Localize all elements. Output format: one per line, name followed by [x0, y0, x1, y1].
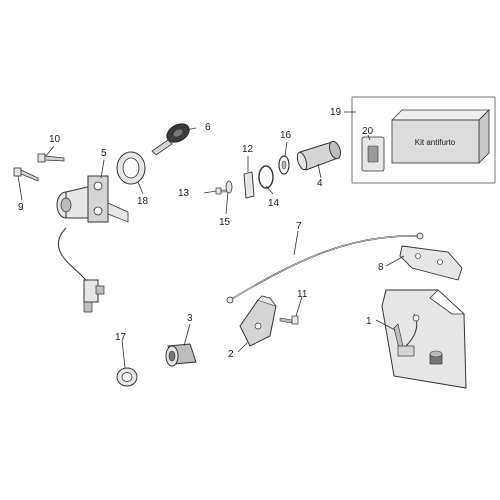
callout-7: 7 — [296, 221, 302, 232]
callout-9: 9 — [18, 202, 24, 213]
callout-19: 19 — [330, 107, 342, 118]
key-6 — [151, 123, 190, 156]
lock-cylinder-5 — [56, 175, 129, 313]
barrel-4 — [296, 140, 342, 171]
ring-18 — [116, 151, 146, 185]
callout-18: 18 — [137, 196, 149, 207]
spring-16 — [278, 155, 290, 175]
screw-9 — [13, 167, 39, 182]
kit-enclosure: Kit antifurto — [351, 96, 496, 184]
kit-antifurto-label: Kit antifurto — [415, 138, 456, 147]
kit-package-1 — [381, 289, 467, 389]
bracket-12 — [243, 171, 255, 199]
callout-5: 5 — [101, 148, 107, 159]
screw-10 — [37, 153, 65, 163]
callout-10: 10 — [49, 134, 61, 145]
kit-antifurto-box: Kit antifurto — [391, 109, 490, 164]
callout-3: 3 — [187, 313, 193, 324]
bracket-8 — [399, 245, 463, 281]
callout-8: 8 — [378, 262, 384, 273]
screw-11 — [279, 315, 299, 325]
cable-7 — [226, 232, 424, 304]
callout-1: 1 — [366, 316, 372, 327]
kit-card-20 — [361, 136, 385, 172]
latch-lever-2 — [239, 295, 277, 347]
callout-14: 14 — [268, 198, 280, 209]
callout-17: 17 — [115, 332, 127, 343]
callout-20: 20 — [362, 126, 374, 137]
callout-6: 6 — [205, 122, 211, 133]
nut-17 — [116, 367, 138, 387]
callout-16: 16 — [280, 130, 292, 141]
callout-13: 13 — [178, 188, 190, 199]
leader-lines — [17, 111, 405, 369]
callout-15: 15 — [219, 217, 231, 228]
callout-labels: 1 2 3 4 5 6 7 8 9 10 11 12 13 14 15 16 1… — [18, 107, 384, 360]
callout-12: 12 — [242, 144, 254, 155]
washer-15 — [225, 180, 233, 194]
callout-4: 4 — [317, 178, 323, 189]
callout-2: 2 — [228, 349, 234, 360]
lock-body-3 — [165, 343, 197, 367]
ring-14 — [258, 165, 274, 189]
callout-11: 11 — [297, 289, 308, 300]
